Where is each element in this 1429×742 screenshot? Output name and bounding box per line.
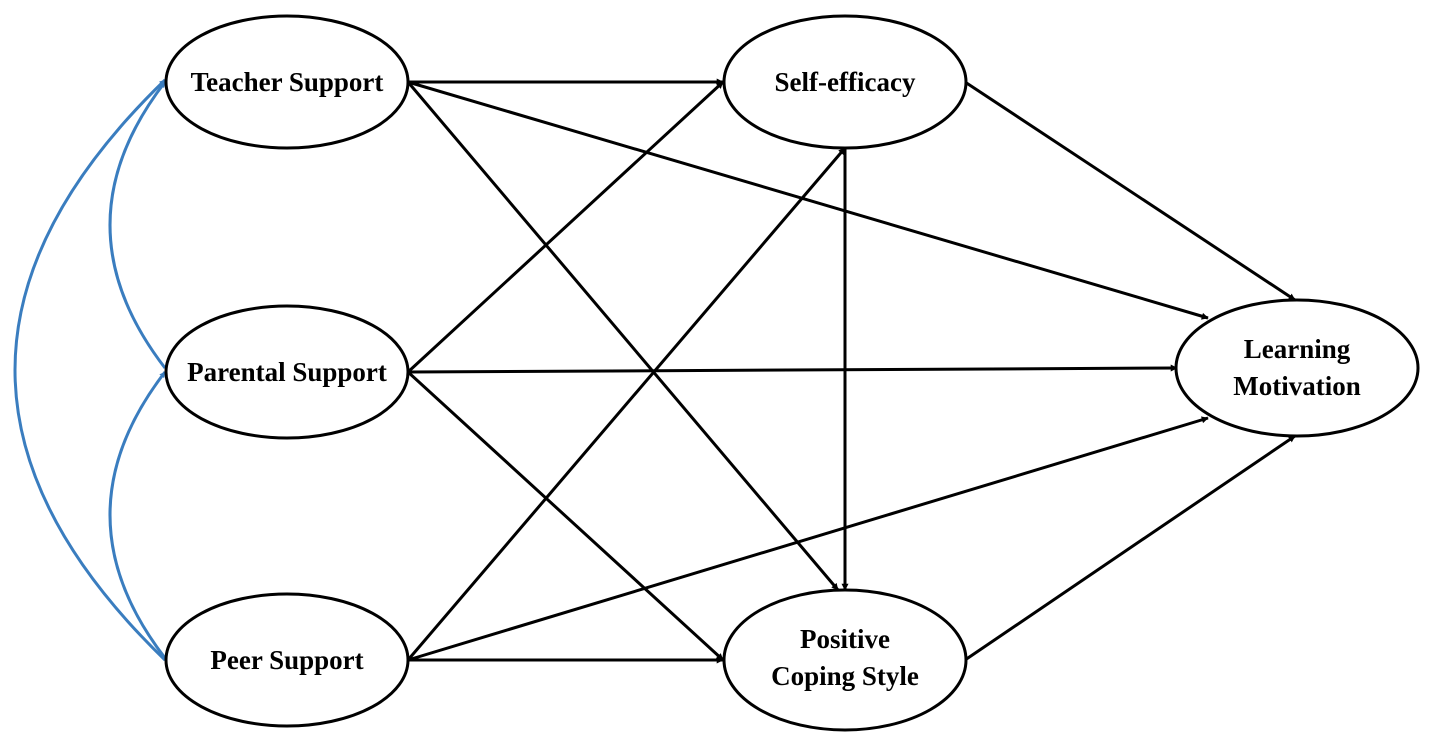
path-parental-coping bbox=[406, 370, 725, 662]
path-coping-motivation bbox=[964, 434, 1296, 662]
covariance-parental-peer bbox=[108, 371, 171, 665]
node-learning-motivation-label-line1: Learning bbox=[1244, 334, 1351, 364]
node-parental-support: Parental Support bbox=[164, 304, 410, 440]
node-learning-motivation-label-line2: Motivation bbox=[1233, 371, 1361, 401]
node-positive-coping-style-label-line2: Coping Style bbox=[771, 661, 919, 691]
node-learning-motivation-shape bbox=[1174, 298, 1420, 438]
node-self-efficacy: Self-efficacy bbox=[722, 14, 968, 150]
node-peer-support-shape bbox=[164, 592, 410, 728]
node-positive-coping-style-label-line1: Positive bbox=[800, 624, 890, 654]
path-teacher-motivation bbox=[407, 80, 1209, 320]
node-self-efficacy-label: Self-efficacy bbox=[775, 67, 916, 97]
node-teacher-support-shape bbox=[164, 14, 410, 150]
node-learning-motivation: Learning Motivation bbox=[1174, 298, 1420, 438]
node-positive-coping-style-shape bbox=[722, 588, 968, 732]
node-teacher-support-label: Teacher Support bbox=[191, 67, 384, 97]
node-peer-support-label: Peer Support bbox=[210, 645, 363, 675]
node-parental-support-shape bbox=[164, 304, 410, 440]
path-peer-motivation bbox=[407, 416, 1209, 662]
path-selfefficacy-motivation bbox=[964, 80, 1296, 302]
node-teacher-support: Teacher Support bbox=[164, 14, 410, 150]
covariance-layer bbox=[13, 78, 171, 666]
path-parental-motivation bbox=[407, 364, 1178, 374]
node-self-efficacy-shape bbox=[722, 14, 968, 150]
path-parental-selfefficacy bbox=[406, 80, 725, 374]
path-layer bbox=[406, 78, 1296, 664]
covariance-teacher-parental bbox=[108, 81, 171, 375]
node-peer-support: Peer Support bbox=[164, 592, 410, 728]
node-parental-support-label: Parental Support bbox=[187, 357, 387, 387]
covariance-teacher-peer bbox=[13, 78, 171, 666]
node-positive-coping-style: Positive Coping Style bbox=[722, 588, 968, 732]
path-teacher-coping bbox=[406, 81, 840, 591]
path-peer-selfefficacy bbox=[406, 147, 847, 661]
